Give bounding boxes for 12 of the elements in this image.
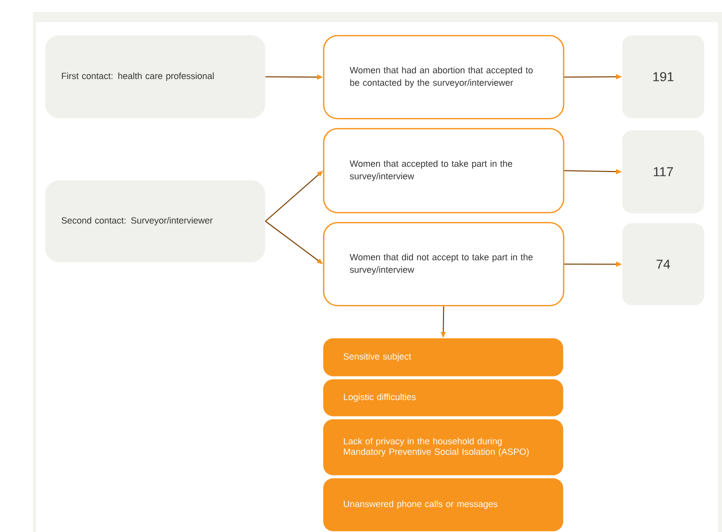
process-box: Women that accepted to take part in the survey/interview (323, 128, 564, 214)
count-box: 117 (622, 130, 704, 214)
process-box: Women that had an abortion that accepted to be contacted by the surveyor/interviewer (323, 35, 564, 120)
reason-box: Logistic difficulties (323, 379, 564, 416)
info-box: Second contact: Surveyor/interviewer (45, 180, 266, 262)
reason-box: Lack of privacy in the household during Mandatory Preventive Social Isolation (ASPO) (323, 419, 564, 476)
reason-box: Unanswered phone calls or messages (323, 478, 564, 532)
info-box: First contact: health care professional (45, 35, 266, 118)
process-box: Women that did not accept to take part in the survey/interview (323, 222, 564, 306)
reason-box: Sensitive subject (323, 338, 564, 376)
count-box: 74 (622, 223, 704, 306)
count-box: 191 (622, 35, 704, 118)
